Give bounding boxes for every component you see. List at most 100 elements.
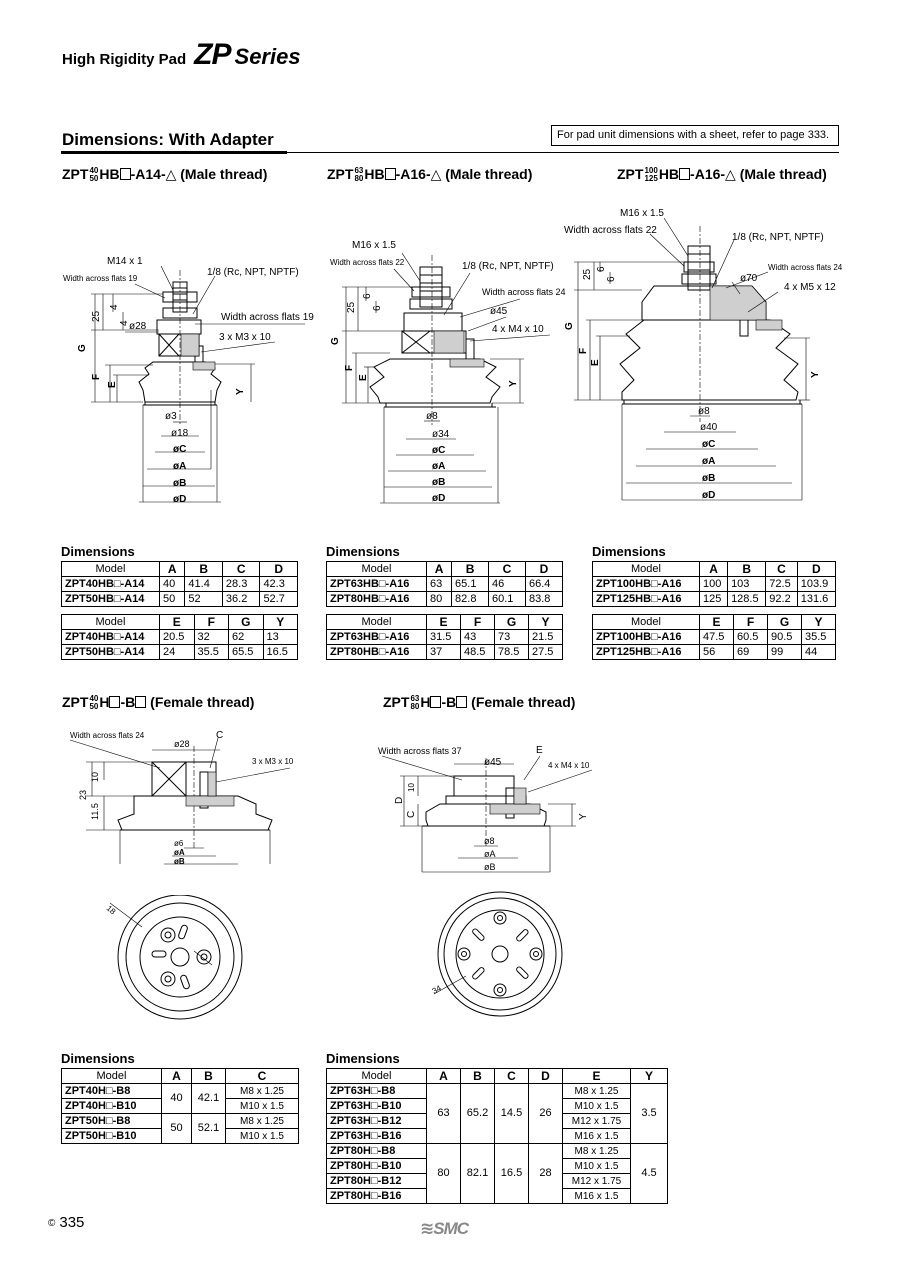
series-word: Series	[234, 44, 301, 69]
label-flats-side: Width across flats 24	[482, 287, 566, 297]
table-row: ZPT63H□-B10 M10 x 1.5	[326, 1098, 668, 1114]
label-dia-C: øC	[432, 445, 445, 456]
adapter	[156, 319, 202, 335]
label-flats-side: Width across flats 24	[768, 263, 843, 272]
label-dia-B: øB	[702, 473, 715, 484]
label-dia-40: ø40	[700, 422, 718, 433]
screw-hole	[493, 911, 507, 925]
dimensions-label: Dimensions	[326, 1051, 400, 1066]
label-6a: 6	[596, 266, 607, 272]
table-row: ZPT80H□-B10 M10 x 1.5	[326, 1158, 668, 1174]
section-rule-thin	[287, 152, 839, 153]
table-row: ZPT80H□-B16 M16 x 1.5	[326, 1188, 668, 1204]
label-dia-D: øD	[432, 493, 445, 504]
label-4a: 4	[109, 304, 120, 310]
dimensions-label: Dimensions	[592, 544, 666, 559]
label-thread: M16 x 1.5	[620, 208, 664, 219]
screw-hole	[160, 927, 176, 943]
label-dia-C: øC	[173, 444, 186, 455]
label-G: G	[77, 344, 88, 352]
label-dia-A: øA	[173, 461, 186, 472]
table-row: ZPT80H□-B8 80 82.1 16.5 28 M8 x 1.25 4.5	[326, 1143, 668, 1204]
pad-outer-circle	[437, 891, 563, 1017]
table-row: ZPT40H□-B8 40 42.1 M8 x 1.25	[61, 1083, 299, 1114]
label-6a: 6	[362, 293, 373, 299]
label-dia-A: øA	[174, 848, 185, 857]
hex-nut	[683, 261, 715, 273]
label-dia-D: øD	[173, 494, 186, 505]
label-flats-top: Width across flats 22	[330, 258, 405, 267]
placeholder-box	[456, 696, 468, 708]
placeholder-box	[430, 696, 442, 708]
label-F: F	[344, 365, 355, 371]
screw	[465, 338, 475, 360]
dimensions-label: Dimensions	[326, 544, 400, 559]
pad-outer-circle	[117, 895, 243, 1020]
label-flats: Width across flats 24	[70, 731, 145, 740]
pad-body	[619, 319, 799, 401]
section-rule	[61, 151, 287, 154]
placeholder-box	[384, 168, 396, 180]
label-port: 1/8 (Rc, NPT, NPTF)	[462, 261, 554, 272]
label-25: 25	[346, 301, 357, 313]
adapter-circle	[455, 909, 545, 999]
label-18: 18	[105, 904, 118, 917]
label-Y: Y	[810, 371, 821, 378]
page-number: ©335	[48, 1214, 84, 1231]
label-dia-6: ø6	[174, 839, 184, 848]
smc-logo-icon: ≋	[420, 1219, 434, 1238]
label-dia-A: øA	[484, 849, 496, 859]
label-dia-28: ø28	[174, 739, 190, 749]
placeholder-box	[119, 168, 131, 180]
label-screws: 4 x M4 x 10	[492, 324, 544, 335]
table-row: ZPT50H□-B8 50 52.1 M8 x 1.25	[61, 1113, 299, 1144]
label-dia-45: ø45	[484, 757, 502, 768]
table-row: ZPT63H□-B12 M12 x 1.75	[326, 1113, 668, 1129]
smc-logo: ≋SMC	[420, 1219, 469, 1238]
page-number-value: 335	[59, 1214, 85, 1231]
label-25: 25	[582, 268, 593, 280]
label-dia-70: ø70	[740, 273, 758, 284]
section-title: Dimensions: With Adapter	[62, 130, 274, 149]
table-row: ZPT50H□-B10 M10 x 1.5	[61, 1128, 299, 1144]
label-dia-45: ø45	[490, 306, 508, 317]
dimensions-label: Dimensions	[61, 1051, 135, 1066]
label-Y: Y	[508, 380, 519, 387]
drawing-zpt40-50h-b-top: 18	[105, 895, 243, 1020]
screw-hole	[457, 947, 471, 961]
label-6b: 6	[606, 276, 617, 282]
pad-body	[369, 358, 501, 404]
drawing-zpt100-125hb-a16: M16 x 1.5 Width across flats 22 1/8 (Rc,…	[564, 208, 843, 501]
label-dia-28: ø28	[129, 321, 147, 332]
label-dia-B: øB	[432, 477, 445, 488]
hex-nut	[409, 298, 453, 310]
pad-body	[117, 795, 273, 831]
placeholder-box	[135, 696, 147, 708]
label-E: E	[358, 374, 369, 381]
drawing-zpt63-80h-b-side: Width across flats 37 E ø45 4 x M4 x 10 …	[378, 745, 593, 873]
label-dia-D: øD	[702, 490, 715, 501]
screw-hole	[196, 949, 212, 965]
